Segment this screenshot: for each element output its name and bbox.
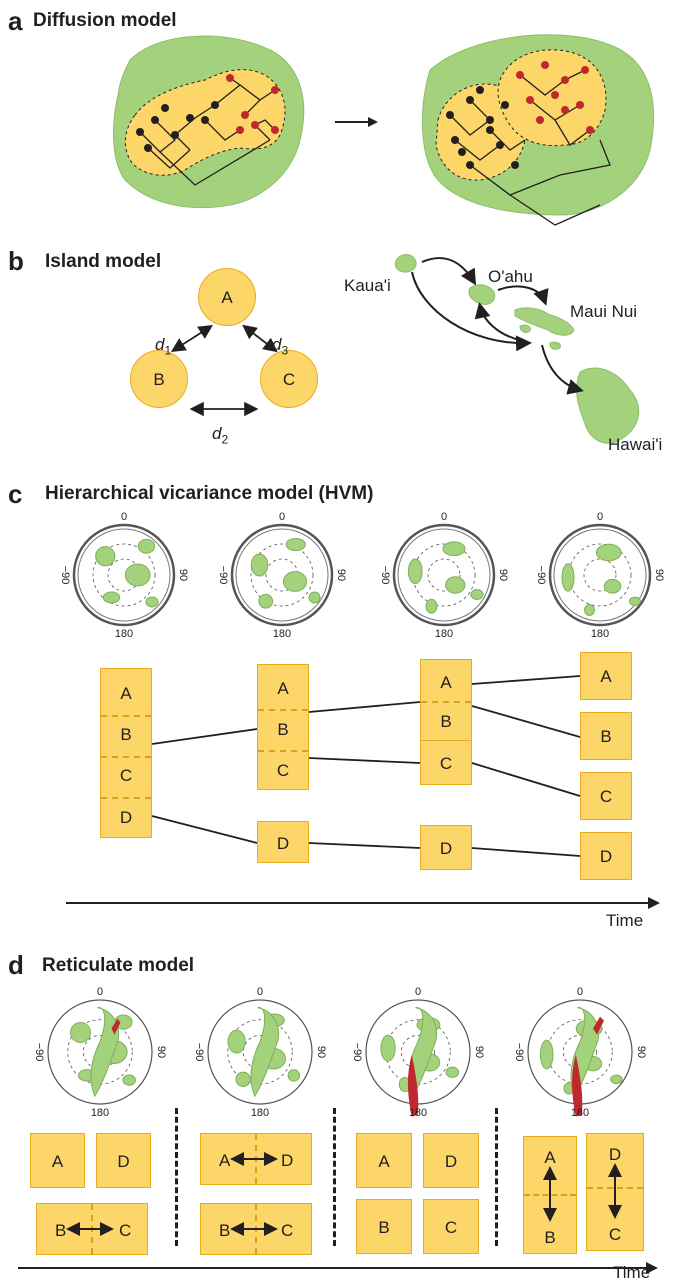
panel-d-title: Reticulate model bbox=[42, 955, 195, 976]
hvm-col3-box-c: C bbox=[420, 740, 472, 785]
globe-label-top: 0 bbox=[597, 511, 603, 523]
globe-label-left: −90 bbox=[379, 566, 391, 585]
globe-label-bottom: 180 bbox=[91, 1107, 109, 1119]
globe-label-top: 0 bbox=[121, 511, 127, 523]
panel-a-title: Diffusion model bbox=[33, 10, 177, 31]
reticulate-globe-2: 0 180 −90 90 bbox=[193, 986, 327, 1119]
hawaii-island bbox=[576, 367, 640, 444]
hawaiian-islands-map bbox=[394, 254, 640, 444]
node-a: A bbox=[198, 268, 256, 326]
hvm-globe-3: 0 180 −90 90 bbox=[379, 511, 509, 640]
globe-label-right: 90 bbox=[473, 1046, 485, 1058]
globe-label-left: −90 bbox=[513, 1043, 525, 1062]
hvm-col3-box-d: D bbox=[420, 825, 472, 870]
globe-label-top: 0 bbox=[97, 986, 103, 998]
stage-separator-3 bbox=[495, 1108, 498, 1246]
hvm-col1-box-abcd: A B C D bbox=[100, 668, 152, 838]
panel-d-letter: d bbox=[8, 950, 24, 980]
oahu-island bbox=[468, 284, 496, 305]
globe-label-right: 90 bbox=[335, 569, 347, 581]
globe-label-right: 90 bbox=[635, 1046, 647, 1058]
hvm-col4-box-b: B bbox=[580, 712, 632, 760]
panel-b-letter: b bbox=[8, 246, 24, 276]
globe-label-top: 0 bbox=[415, 986, 421, 998]
panel-a-letter: a bbox=[8, 6, 23, 36]
maui-nui-island bbox=[514, 307, 575, 336]
globe-label-bottom: 180 bbox=[251, 1107, 269, 1119]
hvm-col2-box-d: D bbox=[257, 821, 309, 863]
globe-label-bottom: 180 bbox=[115, 628, 133, 640]
globe-label-left: −90 bbox=[59, 566, 71, 585]
ret-s3-box-b: B bbox=[356, 1199, 412, 1254]
hvm-col4-box-d: D bbox=[580, 832, 632, 880]
ret-s3-box-c: C bbox=[423, 1199, 479, 1254]
globe-label-left: −90 bbox=[535, 566, 547, 585]
globe-label-left: −90 bbox=[33, 1043, 45, 1062]
distance-d1-label: d1 bbox=[155, 335, 172, 358]
ret-s3-box-a: A bbox=[356, 1133, 412, 1188]
diffusion-model-after bbox=[422, 34, 655, 226]
node-b: B bbox=[130, 350, 188, 408]
stage-separator-1 bbox=[175, 1108, 178, 1246]
hvm-col2-box-abc: A B C bbox=[257, 664, 309, 790]
hvm-connections bbox=[66, 675, 660, 909]
globe-label-bottom: 180 bbox=[435, 628, 453, 640]
island-label-maui-nui: Maui Nui bbox=[570, 302, 638, 321]
globe-label-right: 90 bbox=[653, 569, 665, 581]
reticulate-globe-4: 0 180 −90 90 bbox=[513, 986, 647, 1119]
hvm-globe-4: 0 180 −90 90 bbox=[535, 511, 665, 640]
island-label-oahu: O'ahu bbox=[488, 267, 533, 286]
hvm-globe-2: 0 180 −90 90 bbox=[217, 511, 347, 640]
hvm-col4-box-c: C bbox=[580, 772, 632, 820]
panel-b-title: Island model bbox=[45, 251, 162, 272]
globe-label-bottom: 180 bbox=[591, 628, 609, 640]
ret-s1-box-a: A bbox=[30, 1133, 85, 1188]
globe-label-right: 90 bbox=[155, 1046, 167, 1058]
hvm-col4-box-a: A bbox=[580, 652, 632, 700]
ret-s3-box-d: D bbox=[423, 1133, 479, 1188]
globe-label-right: 90 bbox=[177, 569, 189, 581]
distance-d3-label: d3 bbox=[272, 335, 289, 358]
hvm-time-label: Time bbox=[606, 911, 644, 930]
globe-label-left: −90 bbox=[193, 1043, 205, 1062]
hvm-globe-1: 0 180 −90 90 bbox=[59, 511, 189, 640]
globe-label-top: 0 bbox=[257, 986, 263, 998]
globe-label-left: −90 bbox=[217, 566, 229, 585]
island-model-arrows bbox=[170, 324, 278, 417]
reticulate-globe-1: 0 180 −90 90 bbox=[33, 986, 167, 1119]
reticulate-globe-3: 0 180 −90 90 bbox=[351, 986, 485, 1119]
hvm-col3-box-ab: A B bbox=[420, 659, 472, 743]
distance-d2-label: d2 bbox=[212, 424, 229, 447]
globe-label-right: 90 bbox=[497, 569, 509, 581]
kauai-island bbox=[394, 254, 417, 273]
island-label-kauai: Kaua'i bbox=[344, 276, 391, 295]
globe-label-left: −90 bbox=[351, 1043, 363, 1062]
globe-label-top: 0 bbox=[441, 511, 447, 523]
globe-label-top: 0 bbox=[279, 511, 285, 523]
stage-separator-2 bbox=[333, 1108, 336, 1246]
island-label-hawaii: Hawai'i bbox=[608, 435, 663, 454]
globe-label-bottom: 180 bbox=[273, 628, 291, 640]
diffusion-model-before bbox=[113, 35, 378, 209]
reticulate-time-label: Time bbox=[613, 1263, 651, 1282]
globe-label-right: 90 bbox=[315, 1046, 327, 1058]
ret-s1-box-d: D bbox=[96, 1133, 151, 1188]
panel-c-title: Hierarchical vicariance model (HVM) bbox=[45, 483, 374, 504]
panel-c-letter: c bbox=[8, 479, 23, 509]
globe-label-bottom: 180 bbox=[571, 1107, 589, 1119]
globe-label-bottom: 180 bbox=[409, 1107, 427, 1119]
node-c: C bbox=[260, 350, 318, 408]
globe-label-top: 0 bbox=[577, 986, 583, 998]
